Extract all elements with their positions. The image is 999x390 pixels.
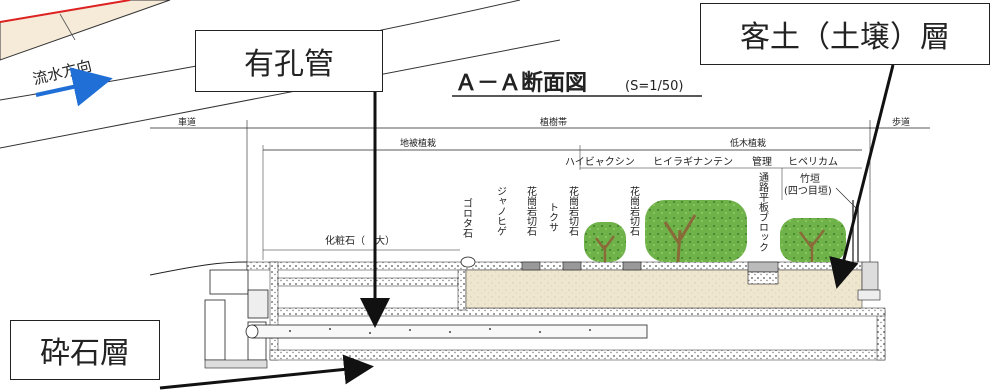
- soil-layer: [465, 269, 863, 309]
- ground-line: [149, 261, 248, 276]
- zone-sidewalk: 歩道: [892, 116, 910, 128]
- gravel-leader-arrow: [159, 354, 374, 390]
- granite-block: [622, 261, 642, 271]
- subzone-ground-cover: 地被植栽: [400, 137, 436, 149]
- zone-roadway: 車道: [178, 116, 196, 128]
- fence-label-line2: (四つ目垣): [784, 185, 832, 197]
- granite-block: [562, 261, 582, 271]
- fence-label-line1: 竹垣: [800, 172, 820, 185]
- shrub-hypericum: [780, 218, 846, 262]
- paving-block: [747, 261, 779, 273]
- plant-holly: ヒイラギナンテン: [653, 156, 733, 168]
- callout-perforated-pipe: 有孔管: [195, 30, 383, 92]
- callout-gravel-layer-text: 砕石層: [40, 336, 130, 371]
- diagram-title: Ａ－Ａ断面図: [455, 70, 587, 96]
- shrub-holly: [645, 200, 747, 263]
- vlabel-granite1: 花崗岩切石: [525, 185, 537, 236]
- callout-gravel-layer: 砕石層: [10, 320, 160, 380]
- bamboo-fence: [852, 200, 859, 262]
- vlabel-gorota: ゴロタ石: [461, 197, 473, 238]
- perforated-pipe: [245, 324, 648, 339]
- cosmetic-stone-label: 化粧石（ 大）: [325, 234, 395, 247]
- vlabel-granite3: 花崗岩切石: [628, 185, 640, 236]
- plant-hyacinth: ハイビャクシン: [565, 156, 635, 168]
- plant-hypericum: ヒペリカム: [788, 156, 838, 168]
- subzone-low-shrub: 低木植栽: [730, 137, 766, 149]
- callout-soil-layer-text: 客土（土壌）層: [740, 20, 950, 55]
- flow-arrow: [35, 67, 113, 107]
- granite-block: [521, 261, 541, 271]
- callout-soil-layer: 客土（土壌）層: [700, 3, 990, 65]
- vlabel-tokusa: トクサ: [547, 202, 559, 232]
- gorota-stone: [460, 256, 476, 268]
- soil-leader-arrow: [829, 64, 895, 289]
- shrub-hyacinth: [584, 222, 626, 262]
- vlabel-granite2: 花崗岩切石: [567, 185, 579, 236]
- callout-perforated-pipe-text: 有孔管: [244, 47, 334, 82]
- vlabel-janohige: ジャノヒゲ: [495, 186, 507, 236]
- curb-structure: [204, 261, 881, 369]
- vlabel-paving: 通路平板ブロック: [757, 172, 769, 252]
- diagram-scale: (S=1/50): [625, 79, 683, 94]
- zone-planting-strip: 植樹帯: [540, 116, 567, 128]
- path-header: 管理: [752, 155, 772, 168]
